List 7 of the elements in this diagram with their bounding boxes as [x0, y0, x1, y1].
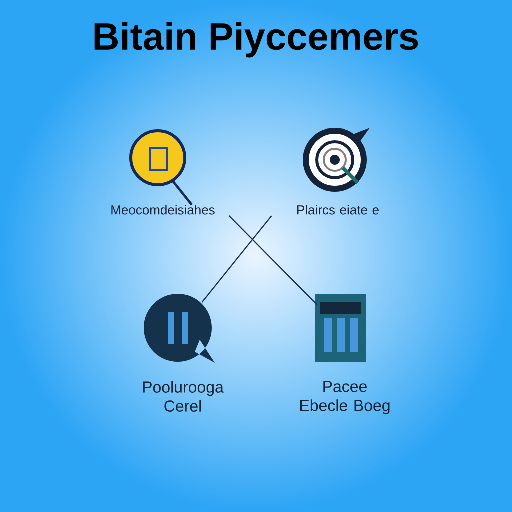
icon-label: Plaircs eiate e: [298, 205, 379, 215]
icon-label: Pacee Ebecle Boeg: [300, 381, 390, 415]
icon-label: Meocomdeisiahes: [112, 205, 215, 215]
connector-line: [228, 216, 318, 306]
connector-line: [202, 216, 272, 303]
title: Bitain Piyccemers: [94, 22, 418, 58]
icon-label: Poolurooga Cerel: [143, 381, 224, 412]
